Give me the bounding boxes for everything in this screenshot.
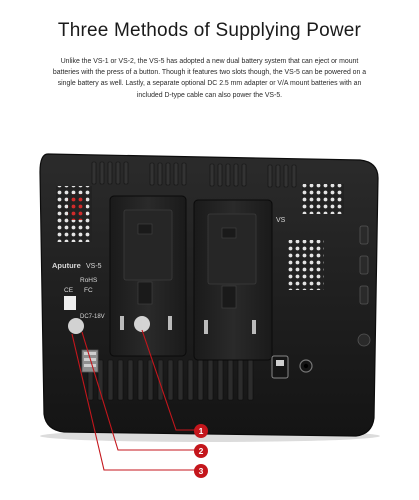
compliance-fc: FC [84,287,93,294]
right-vent-grille [288,240,324,290]
svg-text:2: 2 [199,446,204,456]
highlight-dot-left [68,318,84,334]
page-title: Three Methods of Supplying Power [57,20,362,41]
brand-label: Aputure [52,261,81,270]
svg-text:3: 3 [199,466,204,476]
side-button-1[interactable] [359,225,369,245]
top-model-label: VS [276,217,286,224]
warning-label [64,296,76,310]
callout-badge-2: 2 [194,444,208,458]
callout-badge-3: 3 [194,464,208,478]
compliance-rohs: RoHS [80,277,98,284]
model-label: VS-5 [86,263,102,270]
callout-line-1 [141,329,196,431]
page-description: Unlike the VS-1 or VS-2, the VS-5 has ad… [52,58,367,99]
left-vent-red [68,194,86,220]
side-button-3[interactable] [359,285,369,305]
side-knob[interactable] [357,333,371,347]
power-rating-label: DC7-18V [80,314,105,320]
side-button-2[interactable] [359,255,369,275]
battery-slot-left [109,195,187,357]
callout-badge-1: 1 [194,424,208,438]
dc-power-port[interactable] [81,349,99,373]
highlight-dot-right [134,316,150,332]
svg-text:1: 1 [199,426,204,436]
battery-slot-right [193,199,273,361]
callout-line-3 [71,333,196,471]
top-right-vent [302,184,344,214]
compliance-ce: CE [64,287,74,294]
callout-line-2 [81,331,196,451]
usb-port[interactable] [271,355,289,379]
